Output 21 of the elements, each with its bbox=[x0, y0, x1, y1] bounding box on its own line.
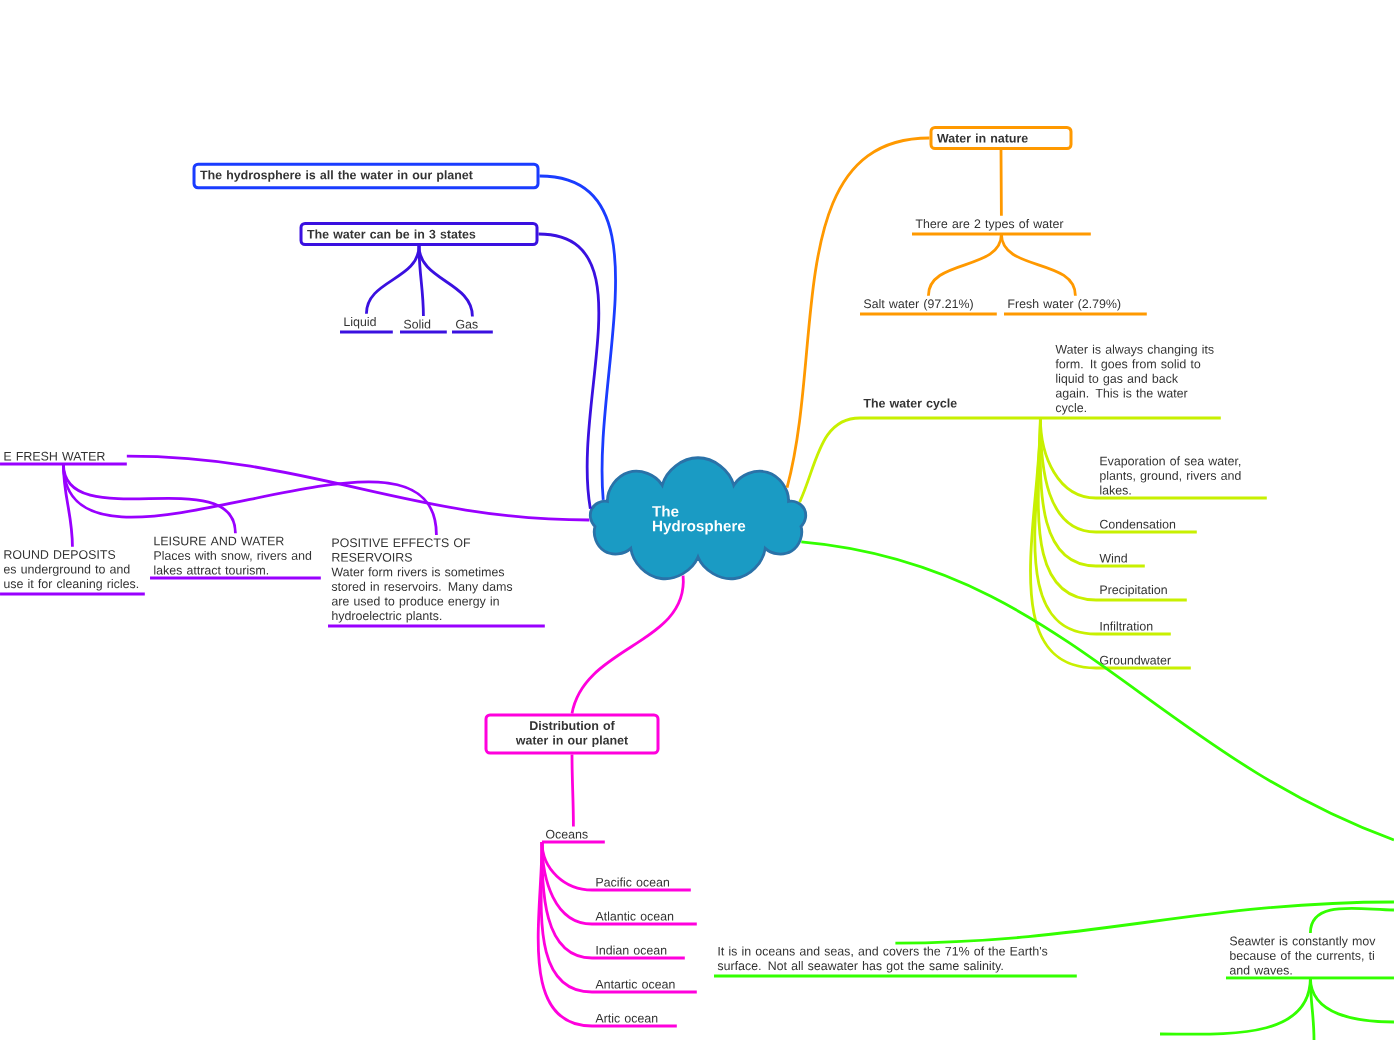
branch-line bbox=[895, 900, 1394, 945]
branch-line bbox=[798, 416, 861, 503]
branch-line bbox=[540, 841, 593, 892]
branch-line bbox=[570, 575, 685, 714]
branch-line bbox=[570, 754, 575, 827]
branch-line bbox=[801, 540, 1394, 842]
branch-line bbox=[1309, 977, 1394, 1024]
branch-line bbox=[1309, 906, 1394, 934]
branch-line bbox=[785, 136, 930, 488]
branch-line bbox=[539, 174, 617, 500]
branch-line bbox=[540, 841, 593, 926]
branch-line bbox=[538, 232, 601, 509]
branch-line bbox=[536, 841, 593, 1028]
branch-line bbox=[417, 245, 474, 317]
branch-line bbox=[365, 245, 421, 314]
branch-line bbox=[126, 454, 590, 522]
branch-line bbox=[927, 233, 1003, 296]
branch-line bbox=[1029, 417, 1097, 670]
branch-line bbox=[1000, 233, 1077, 296]
branch-line bbox=[62, 463, 438, 536]
branch-line bbox=[999, 150, 1003, 216]
